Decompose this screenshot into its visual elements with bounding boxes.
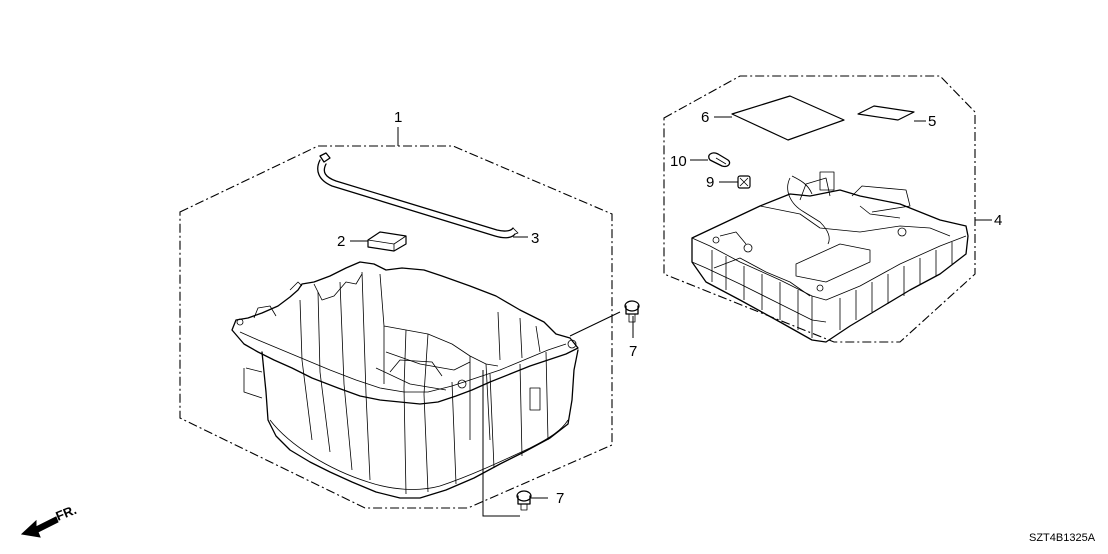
callout-6: 6: [701, 109, 709, 126]
callout-1: 1: [394, 109, 402, 126]
tray-body: [231, 261, 579, 499]
stay-rod: [317, 152, 519, 239]
callout-3: 3: [531, 230, 539, 247]
front-direction-arrow-icon: [20, 516, 59, 538]
clip-part: [708, 152, 731, 168]
unit-body: [691, 171, 969, 343]
callout-7-upper: 7: [629, 343, 637, 360]
callout-4: 4: [994, 212, 1002, 229]
clamp-part: [737, 175, 751, 189]
bolt-lower: [516, 490, 532, 511]
callout-2: 2: [337, 233, 345, 250]
callout-9: 9: [706, 174, 714, 191]
pad-part: [367, 231, 407, 252]
unit-group-outline: [663, 75, 976, 343]
label-sheet: [731, 95, 845, 141]
tray-group-outline: [179, 145, 613, 509]
callout-5: 5: [928, 113, 936, 130]
bolt-upper: [624, 300, 640, 323]
callout-7-lower: 7: [556, 490, 564, 507]
front-direction-label: FR.: [54, 502, 79, 524]
diagram-code: SZT4B1325A: [1029, 532, 1096, 544]
leader-lines: [350, 116, 992, 517]
small-label: [857, 105, 915, 121]
callout-10: 10: [670, 153, 687, 170]
